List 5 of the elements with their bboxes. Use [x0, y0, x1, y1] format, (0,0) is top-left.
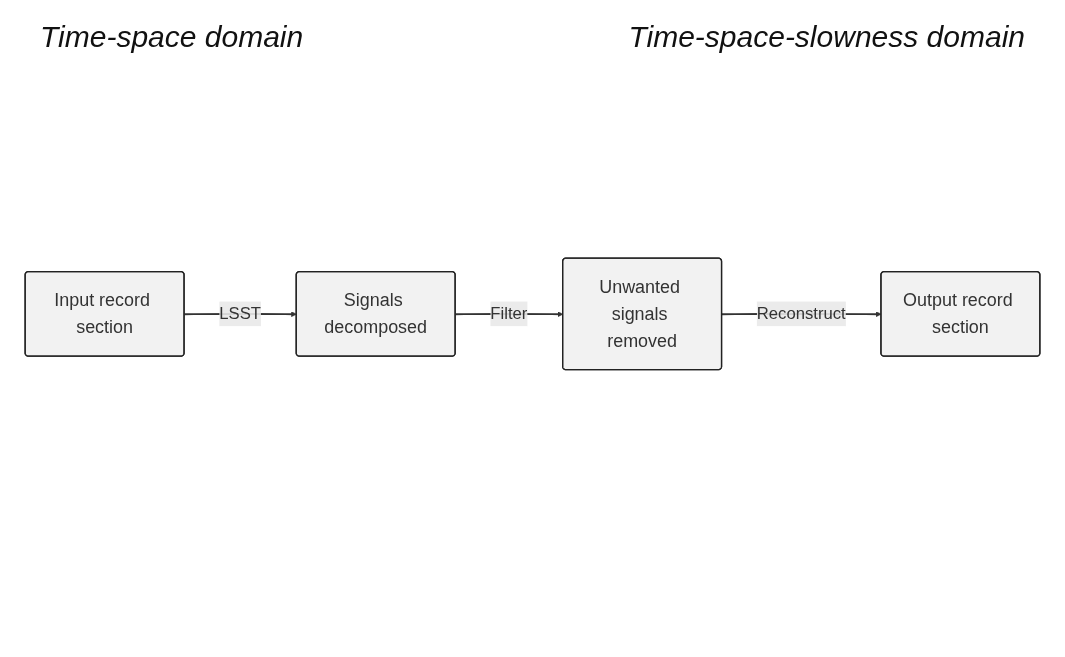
- edge-label: Filter: [490, 304, 528, 324]
- edge-label: Reconstruct: [756, 304, 846, 324]
- domain-heading: Time-space-slowness domain: [628, 20, 1025, 54]
- edge-label: LSST: [219, 304, 261, 324]
- domain-heading: Time-space domain: [40, 20, 304, 54]
